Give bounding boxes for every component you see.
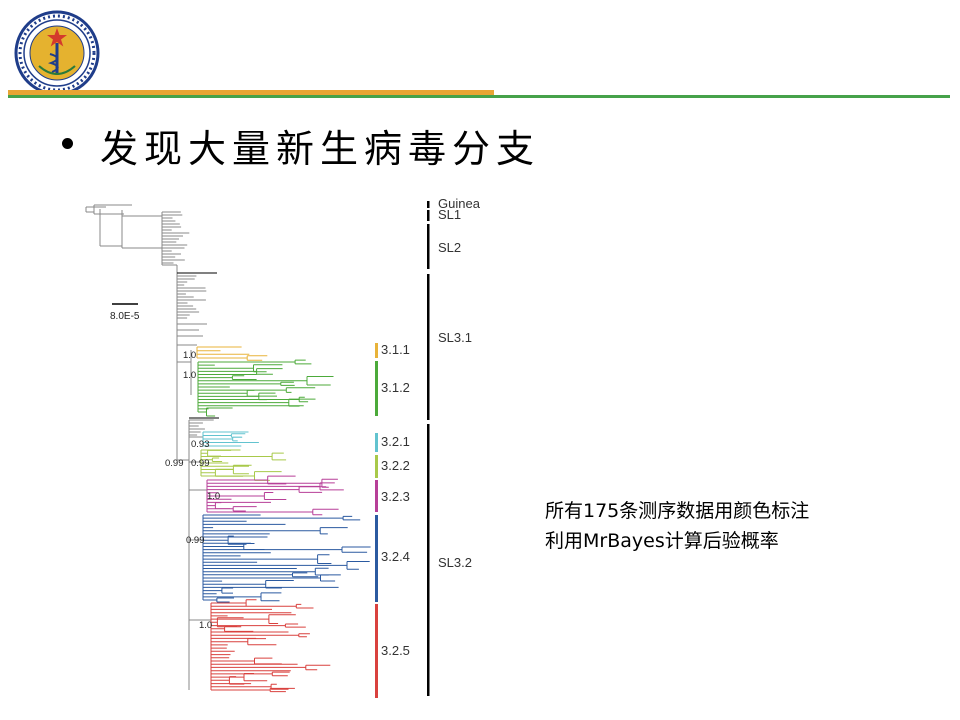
bar-3-2-5 <box>375 604 378 698</box>
tree-gray-branches <box>85 204 219 690</box>
guinea-branch <box>85 204 132 215</box>
bar-3-2-4 <box>375 515 378 602</box>
sl3-1-inner <box>176 320 207 345</box>
scale-label: 8.0E-5 <box>110 311 140 322</box>
sl3-2-gray-tips <box>188 419 214 437</box>
bracket-sl2 <box>427 224 430 269</box>
clade-3-2-3 <box>206 475 344 516</box>
posterior-label: 1.0 <box>183 350 196 361</box>
bracket-guinea <box>427 201 430 208</box>
subclade-label-3-1-1: 3.1.1 <box>381 342 410 357</box>
clade-label-sl3-2: SL3.2 <box>438 555 472 570</box>
posterior-label: 0.93 <box>191 439 210 450</box>
clade-3-2-2 <box>200 449 287 481</box>
bracket-sl3-1 <box>427 274 430 420</box>
posterior-label: 0.99 <box>191 458 210 469</box>
subclade-label-3-2-1: 3.2.1 <box>381 434 410 449</box>
bar-3-1-2 <box>375 361 378 416</box>
sl3-1-gray-tips <box>176 275 207 320</box>
posterior-label: 0.99 <box>186 535 205 546</box>
clade-3-2-4 <box>202 514 371 603</box>
clade-label-sl1: SL1 <box>438 207 461 222</box>
note-line-1: 所有175条测序数据用颜色标注 <box>545 500 810 522</box>
sl2-tips <box>161 211 190 265</box>
posterior-label: 1.0 <box>199 620 212 631</box>
posterior-label: 1.0 <box>207 491 220 502</box>
sl3-stem <box>162 264 178 320</box>
bar-3-1-1 <box>375 343 378 358</box>
posterior-label: 0.99 <box>165 458 184 469</box>
clade-3-2-1 <box>202 431 259 447</box>
tree-colored-branches <box>196 346 371 693</box>
slide-title: 发现大量新生病毒分支 <box>100 127 541 171</box>
clade-3-2-5 <box>210 599 331 693</box>
note-line-2: 利用MrBayes计算后验概率 <box>545 530 779 552</box>
bar-3-2-1 <box>375 433 378 452</box>
clade-brackets <box>375 201 430 698</box>
institution-logo <box>14 10 100 96</box>
clade-3-1-2 <box>197 359 334 417</box>
subclade-label-3-1-2: 3.1.2 <box>381 380 410 395</box>
root-branch <box>99 209 123 248</box>
bar-3-2-3 <box>375 480 378 512</box>
bullet-icon <box>62 138 73 149</box>
subclade-label-3-2-4: 3.2.4 <box>381 549 410 564</box>
subclade-label-3-2-3: 3.2.3 <box>381 489 410 504</box>
header-accent-bar <box>8 90 494 95</box>
header-rule <box>8 95 950 98</box>
posterior-label: 1.0 <box>183 370 196 381</box>
subclade-label-3-2-5: 3.2.5 <box>381 643 410 658</box>
bracket-sl3-2 <box>427 424 430 696</box>
clade-3-1-1 <box>196 346 268 361</box>
clade-label-sl2: SL2 <box>438 240 461 255</box>
sl3-2-backbone <box>188 436 211 690</box>
bracket-sl1 <box>427 210 430 221</box>
sl3-2-stem <box>176 362 189 461</box>
clade-label-sl3-1: SL3.1 <box>438 330 472 345</box>
sl3-1-split <box>176 344 197 395</box>
bar-3-2-2 <box>375 455 378 478</box>
clade-label-guinea: Guinea <box>438 196 481 211</box>
subclade-label-3-2-2: 3.2.2 <box>381 458 410 473</box>
